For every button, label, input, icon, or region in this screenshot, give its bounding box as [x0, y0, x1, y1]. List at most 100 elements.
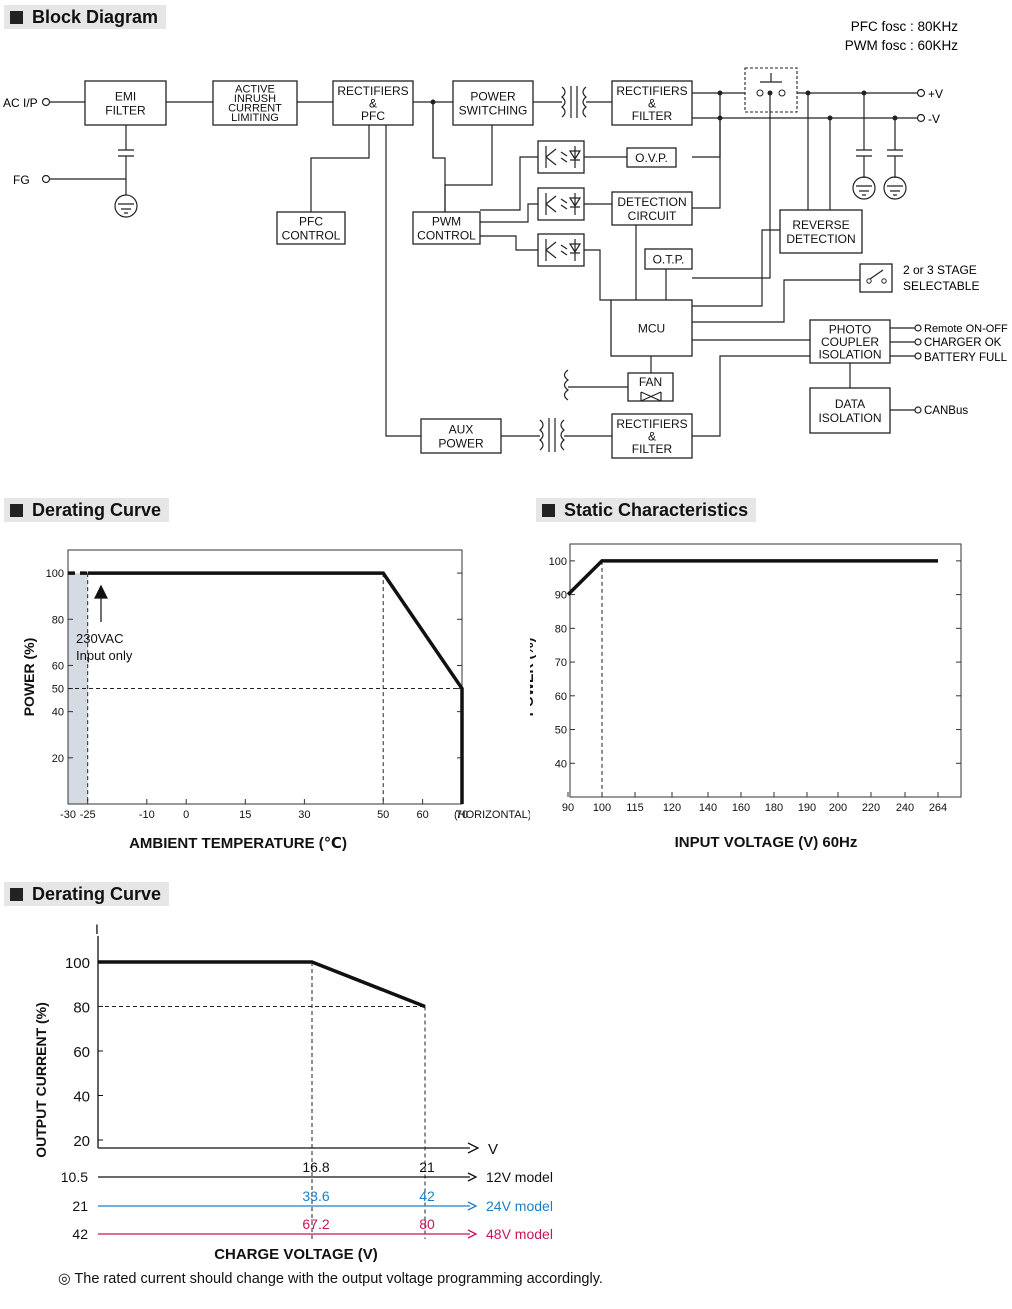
model-start-value: 21	[72, 1198, 88, 1214]
x-tick-label: 140	[699, 802, 717, 814]
reverse-detection-block-text: DETECTION	[786, 232, 855, 246]
static-curve	[566, 559, 938, 596]
x-tick-label: 240	[896, 802, 914, 814]
canbus-label: CANBus	[924, 405, 968, 417]
y-tick-label: 40	[555, 758, 567, 770]
charger-ok-label: CHARGER OK	[924, 337, 1002, 349]
terminal-circles	[41, 88, 926, 414]
stage-select-label: 2 or 3 STAGE	[903, 263, 977, 277]
current-derating-curve	[98, 960, 426, 1009]
x-tick-label: 60	[416, 809, 428, 821]
derating-charge-title: Derating Curve	[4, 882, 170, 906]
y-tick-label: 50	[555, 725, 567, 737]
active-inrush-block-text: INRUSH	[234, 93, 276, 105]
y-tick-label: 60	[52, 660, 64, 672]
ac-input-label: AC I/P	[3, 96, 38, 110]
static-char-title-text: Static Characteristics	[564, 499, 749, 520]
x-tick-label: 115	[626, 802, 644, 814]
x-tick-label: 100	[593, 802, 611, 814]
ground-icon	[883, 176, 907, 200]
pwm-control-block-text: PWM	[432, 214, 461, 228]
y-tick-label: 100	[65, 955, 90, 972]
model-scale-3: 42 67.2 80 48V model	[72, 1216, 553, 1242]
detection-block-text: CIRCUIT	[628, 209, 677, 223]
arrow-up-icon	[94, 584, 108, 622]
model-arrow-icon	[467, 1229, 478, 1239]
static-char-title: Static Characteristics	[536, 498, 757, 522]
x-tick-label: 70	[456, 809, 468, 821]
model-name: 24V model	[486, 1198, 553, 1214]
opto-coupler-icon	[537, 140, 585, 174]
x-tick-label: 180	[765, 802, 783, 814]
stage-select-switch-icon	[859, 263, 893, 293]
opto-couplers	[537, 140, 585, 267]
y-tick-label: 80	[73, 1000, 90, 1017]
photo-coupler-block-text: ISOLATION	[818, 347, 881, 361]
y-tick-label: 70	[555, 657, 567, 669]
model-start-value: 42	[72, 1226, 88, 1242]
power-switching-block-text: POWER	[470, 89, 516, 103]
plot-frame	[569, 543, 962, 798]
x-tick-label: 15	[239, 809, 251, 821]
block-diagram-title-text: Block Diagram	[32, 6, 159, 27]
x-tick-label: 50	[377, 809, 389, 821]
aux-power-block-text: POWER	[438, 436, 484, 450]
annotation-input-only: Input only	[76, 648, 133, 663]
x-axis-title: INPUT VOLTAGE (V) 60Hz	[675, 834, 858, 851]
x-tick-label: -10	[139, 809, 155, 821]
model-knee-value: 67.2	[302, 1216, 329, 1232]
stage-select-label-2: SELECTABLE	[903, 279, 979, 293]
y-tick-label: 80	[555, 623, 567, 635]
x-tick-label: 30	[298, 809, 310, 821]
detection-block-text: DETECTION	[617, 195, 686, 209]
derating-temp-title: Derating Curve	[4, 498, 170, 522]
plot-frame	[67, 549, 463, 805]
title-square-icon	[10, 887, 23, 901]
x-tick-label: 90	[562, 802, 574, 814]
otp-block: O.T.P.	[644, 248, 693, 270]
y-axis-title: POWER (%)	[530, 638, 536, 717]
y-tick-label: 60	[555, 691, 567, 703]
diagram-wires	[50, 92, 918, 437]
transformer-icon	[539, 418, 565, 452]
x-tick-label: 200	[829, 802, 847, 814]
y-tick-label: 80	[52, 614, 64, 626]
y-tick-label: 20	[52, 753, 64, 765]
model-name: 48V model	[486, 1226, 553, 1242]
model-name: 12V model	[486, 1169, 553, 1185]
rect-filter-main-block: RECTIFIERS&FILTER	[611, 80, 693, 126]
model-knee-value: 33.6	[302, 1188, 329, 1204]
x-tick-label: 220	[862, 802, 880, 814]
output-relay-switch-icon	[744, 67, 798, 113]
rect-filter-aux-block-text: &	[648, 429, 656, 443]
remote-label: Remote ON-OFF	[924, 323, 1008, 335]
model-arrow-icon	[467, 1172, 478, 1182]
pwm-control-block-text: CONTROL	[417, 228, 476, 242]
opto-coupler-icon	[537, 233, 585, 267]
model-end-value: 42	[419, 1188, 435, 1204]
emi-filter-block-text: FILTER	[105, 103, 146, 117]
model-end-value: 80	[419, 1216, 435, 1232]
model-start-value: 10.5	[61, 1169, 88, 1185]
ground-icon	[852, 176, 876, 200]
negative-output-label: -V	[928, 112, 940, 126]
pfc-control-block-text: CONTROL	[282, 228, 341, 242]
x-tick-label: 190	[798, 802, 816, 814]
rect-pfc-block-text: &	[369, 96, 377, 110]
x-tick-label: -25	[80, 809, 96, 821]
y-tick-label: 20	[73, 1133, 90, 1150]
x-axis-suffix: (HORIZONTAL)	[454, 809, 530, 821]
model-arrow-icon	[467, 1201, 478, 1211]
opto-coupler-icon	[537, 187, 585, 221]
y-axis-letter: I	[95, 921, 99, 937]
rect-pfc-block-text: PFC	[361, 109, 385, 123]
y-tick-label: 40	[73, 1089, 90, 1106]
